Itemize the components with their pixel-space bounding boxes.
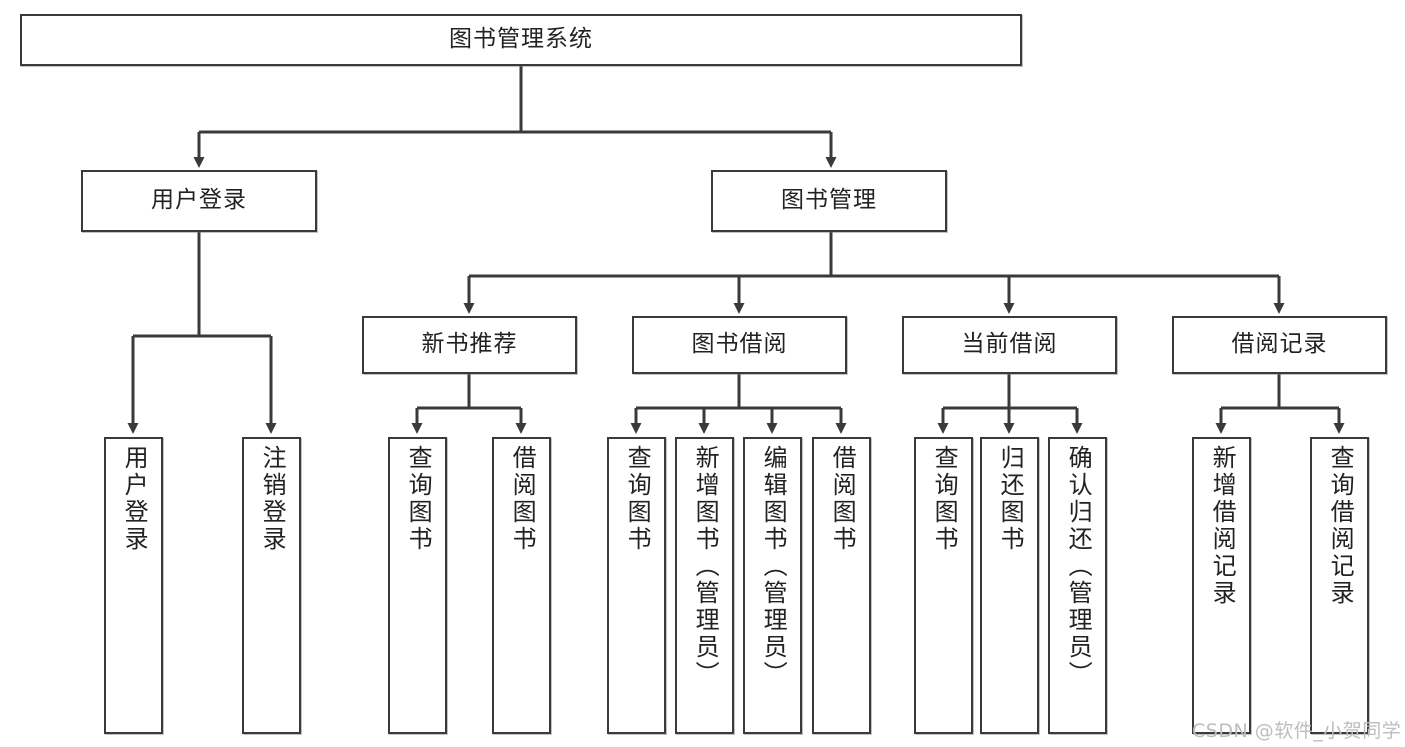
- node-user-login[interactable]: 用户登录: [81, 170, 317, 232]
- node-leaf-logout-label: 注销登录: [258, 445, 287, 553]
- node-leaf-logout[interactable]: 注销登录: [242, 437, 301, 734]
- node-leaf-confirm-return[interactable]: 确认归还（管理员）: [1048, 437, 1107, 734]
- node-leaf-query-book-3[interactable]: 查询图书: [914, 437, 973, 734]
- node-leaf-borrow-book-2-label: 借阅图书: [828, 445, 857, 553]
- node-book-borrow-label: 图书借阅: [691, 331, 788, 358]
- node-leaf-query-record[interactable]: 查询借阅记录: [1310, 437, 1369, 734]
- node-book-borrow[interactable]: 图书借阅: [632, 316, 847, 374]
- csdn-watermark: CSDN @软件_小贺同学: [1192, 720, 1402, 742]
- node-leaf-confirm-return-label: 确认归还（管理员）: [1064, 445, 1093, 688]
- node-leaf-add-book-label: 新增图书（管理员）: [691, 445, 720, 688]
- node-leaf-query-book-1[interactable]: 查询图书: [388, 437, 447, 734]
- node-leaf-add-record-label: 新增借阅记录: [1208, 445, 1237, 607]
- node-leaf-borrow-book-2[interactable]: 借阅图书: [812, 437, 871, 734]
- node-new-book-recommend-label: 新书推荐: [421, 331, 518, 358]
- node-borrow-record[interactable]: 借阅记录: [1172, 316, 1387, 374]
- node-leaf-borrow-book-1[interactable]: 借阅图书: [492, 437, 551, 734]
- node-leaf-query-book-2-label: 查询图书: [623, 445, 652, 553]
- node-leaf-query-book-1-label: 查询图书: [404, 445, 433, 553]
- node-leaf-edit-book-label: 编辑图书（管理员）: [759, 445, 788, 688]
- node-current-borrow[interactable]: 当前借阅: [902, 316, 1117, 374]
- node-leaf-user-login-label: 用户登录: [120, 445, 149, 553]
- node-borrow-record-label: 借阅记录: [1231, 331, 1328, 358]
- node-root-label: 图书管理系统: [449, 26, 593, 53]
- node-leaf-add-book[interactable]: 新增图书（管理员）: [675, 437, 734, 734]
- node-leaf-return-book[interactable]: 归还图书: [980, 437, 1039, 734]
- node-leaf-user-login[interactable]: 用户登录: [104, 437, 163, 734]
- node-leaf-query-book-2[interactable]: 查询图书: [607, 437, 666, 734]
- node-leaf-query-record-label: 查询借阅记录: [1326, 445, 1355, 607]
- node-current-borrow-label: 当前借阅: [961, 331, 1058, 358]
- node-leaf-add-record[interactable]: 新增借阅记录: [1192, 437, 1251, 734]
- node-leaf-query-book-3-label: 查询图书: [930, 445, 959, 553]
- node-leaf-return-book-label: 归还图书: [996, 445, 1025, 553]
- node-leaf-edit-book[interactable]: 编辑图书（管理员）: [743, 437, 802, 734]
- node-leaf-borrow-book-1-label: 借阅图书: [508, 445, 537, 553]
- node-book-manage[interactable]: 图书管理: [711, 170, 947, 232]
- node-book-manage-label: 图书管理: [781, 187, 877, 214]
- node-user-login-label: 用户登录: [151, 187, 247, 214]
- node-root[interactable]: 图书管理系统: [20, 14, 1022, 66]
- node-new-book-recommend[interactable]: 新书推荐: [362, 316, 577, 374]
